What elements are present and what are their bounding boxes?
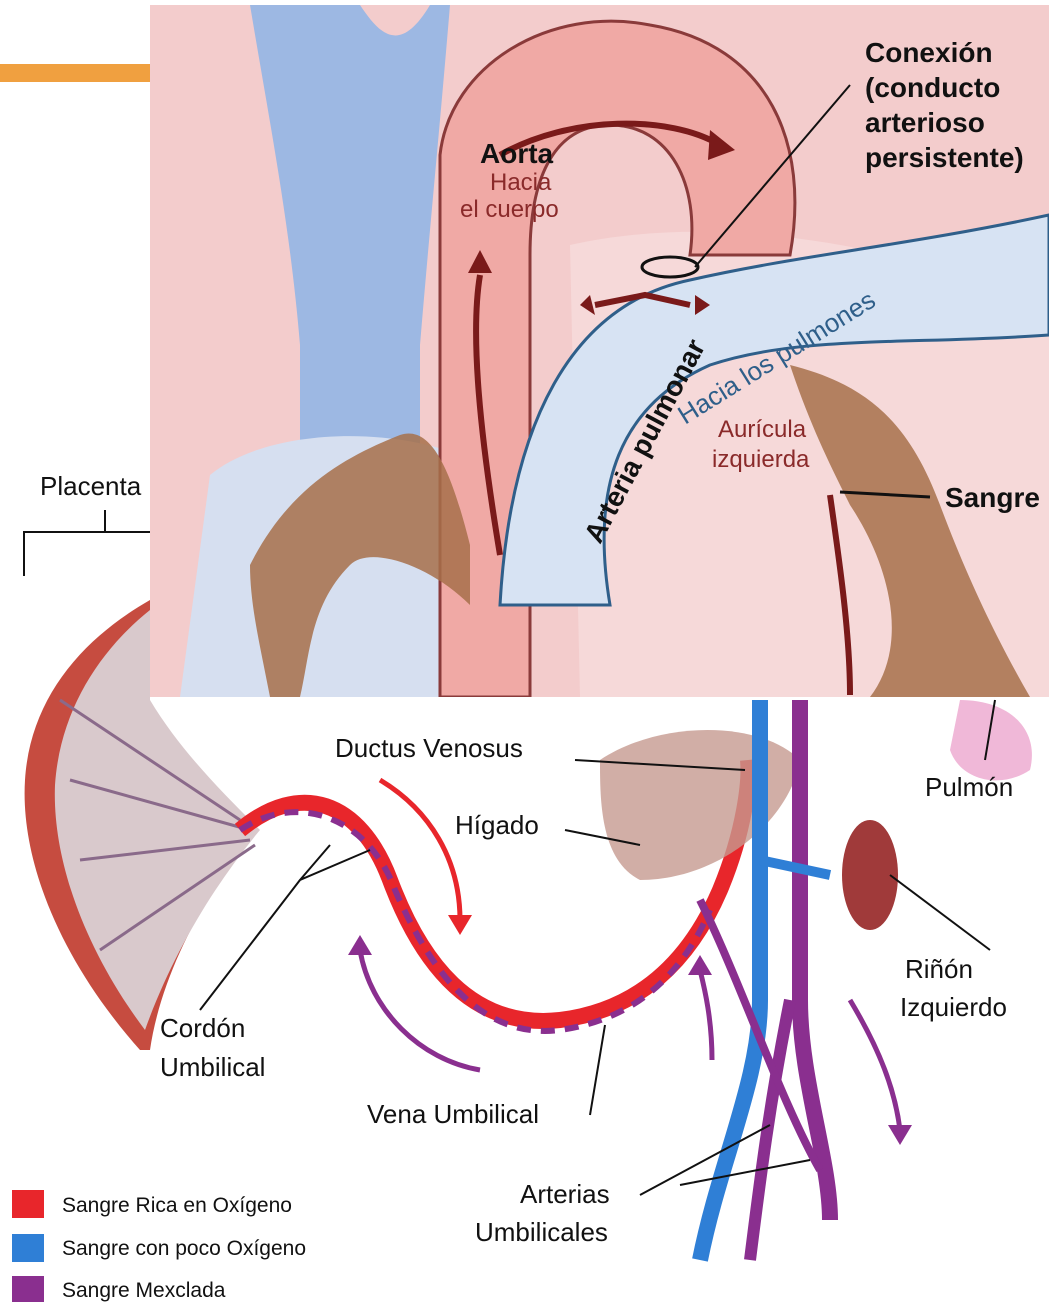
leader-rinon	[890, 875, 990, 950]
label-rinon-line1: Riñón	[905, 954, 973, 984]
flow-arrow-purple-1	[360, 950, 480, 1070]
label-arterias-line1: Arterias	[520, 1179, 610, 1209]
label-rinon-line2: Izquierdo	[900, 992, 1007, 1022]
label-ductus-venosus: Ductus Venosus	[335, 733, 523, 763]
legend-label-low-oxygen: Sangre con poco Oxígeno	[62, 1237, 306, 1260]
arrowhead-red	[448, 915, 472, 935]
label-hacia-line2: el cuerpo	[460, 196, 559, 223]
label-conexion-line3: arterioso	[865, 107, 985, 138]
label-cordon-line1: Cordón	[160, 1013, 245, 1043]
heart-inset: Conexión (conducto arterioso persistente…	[150, 5, 1049, 697]
label-auricula-line1: Aurícula	[718, 416, 807, 443]
label-higado: Hígado	[455, 810, 539, 840]
legend-swatch-oxygen-rich	[12, 1190, 44, 1218]
lung-shape	[950, 700, 1032, 780]
label-vena-umbilical: Vena Umbilical	[367, 1099, 539, 1129]
legend: Sangre Rica en Oxígeno Sangre con poco O…	[12, 1190, 306, 1302]
kidney-shape	[842, 820, 898, 930]
label-pulmon: Pulmón	[925, 772, 1013, 802]
label-hacia-line1: Hacia	[490, 169, 552, 196]
label-aorta: Aorta	[480, 138, 554, 169]
label-arterias-line2: Umbilicales	[475, 1217, 608, 1247]
placenta-bracket	[24, 532, 150, 576]
label-cordon-line2: Umbilical	[160, 1052, 265, 1082]
arrowhead-purple-1	[348, 935, 372, 955]
arrowhead-purple-3	[888, 1125, 912, 1145]
label-placenta: Placenta	[40, 471, 142, 501]
arrowhead-purple-2	[688, 955, 712, 975]
legend-label-oxygen-rich: Sangre Rica en Oxígeno	[62, 1194, 292, 1217]
label-conexion-line2: (conducto	[865, 72, 1000, 103]
flow-arrow-purple-2	[700, 970, 712, 1060]
legend-swatch-low-oxygen	[12, 1234, 44, 1262]
leader-vena	[590, 1025, 605, 1115]
label-conexion-line4: persistente)	[865, 142, 1024, 173]
legend-swatch-mixed	[12, 1276, 44, 1302]
label-auricula-line2: izquierda	[712, 446, 810, 473]
legend-label-mixed: Sangre Mexclada	[62, 1279, 226, 1302]
flow-arrow-purple-3	[850, 1000, 900, 1130]
label-conexion-line1: Conexión	[865, 37, 993, 68]
label-sangre: Sangre	[945, 482, 1040, 513]
